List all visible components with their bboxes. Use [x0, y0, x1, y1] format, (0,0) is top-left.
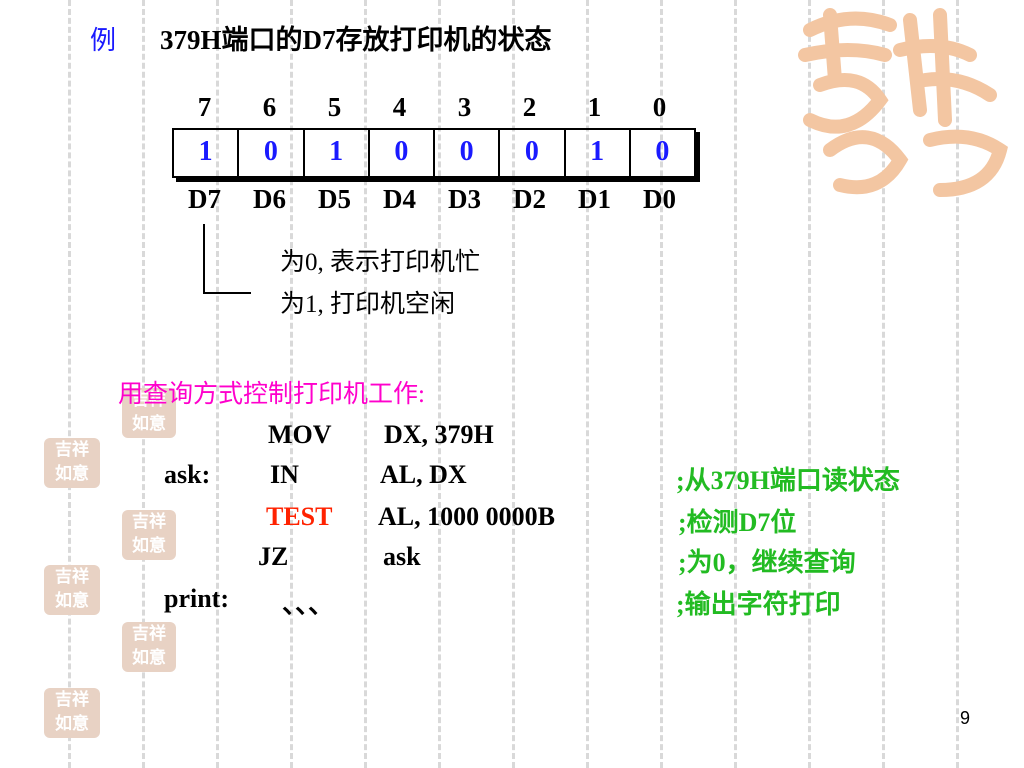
bit-number-row: 7 6 5 4 3 2 1 0 — [172, 92, 692, 123]
bit-name-row: D7 D6 D5 D4 D3 D2 D1 D0 — [172, 184, 692, 215]
code-label-ask: ask: — [164, 460, 211, 489]
bit-number: 5 — [327, 92, 342, 122]
code-op-test: TEST — [266, 502, 333, 531]
bit-number: 4 — [392, 92, 407, 122]
d7-bracket-line — [203, 224, 251, 294]
bit-value-d2: 0 — [500, 130, 566, 176]
code-op-jz: JZ — [258, 542, 289, 571]
bit-name: D7 — [188, 184, 221, 214]
bit-value-d5: 1 — [305, 130, 370, 176]
decorative-stamp: 吉祥如意 — [44, 565, 100, 615]
status-register: 1 0 1 0 0 0 1 0 — [172, 128, 696, 178]
bit-name: D5 — [318, 184, 351, 214]
code-comment: ;为0，继续查询 — [678, 548, 856, 577]
bit-number: 6 — [262, 92, 277, 122]
code-operands: ask — [383, 542, 421, 571]
bit-number: 7 — [197, 92, 212, 122]
code-op-mov: MOV — [268, 420, 332, 449]
code-operands: AL, DX — [380, 460, 467, 489]
note-busy: 为0, 表示打印机忙 — [280, 249, 481, 276]
bit-value-d6: 0 — [239, 130, 305, 176]
code-label-print: print: — [164, 584, 229, 613]
example-marker: 例 — [90, 26, 117, 55]
calligraphy-watermark — [790, 0, 1020, 200]
bit-name: D4 — [383, 184, 416, 214]
code-operands: AL, 1000 0000B — [378, 502, 555, 531]
bit-name: D3 — [448, 184, 481, 214]
bit-value-d1: 1 — [566, 130, 631, 176]
bit-number: 3 — [457, 92, 472, 122]
code-op-in: IN — [270, 460, 299, 489]
decorative-stamp: 吉祥如意 — [44, 688, 100, 738]
decorative-stamp: 吉祥如意 — [122, 388, 176, 438]
bit-value-d4: 0 — [370, 130, 435, 176]
slide-title: 379H端口的D7存放打印机的状态 — [160, 25, 552, 55]
bit-number: 1 — [587, 92, 602, 122]
bit-name: D1 — [578, 184, 611, 214]
bit-name: D6 — [253, 184, 286, 214]
code-heading: 用查询方式控制打印机工作: — [118, 381, 425, 408]
code-operands: DX, 379H — [384, 420, 494, 449]
code-ellipsis: 、、、 — [282, 590, 335, 619]
bit-name: D2 — [513, 184, 546, 214]
bit-number: 0 — [652, 92, 667, 122]
page-number: 9 — [960, 708, 971, 728]
bit-value-d7: 1 — [174, 130, 240, 176]
decorative-stamp: 吉祥如意 — [122, 622, 176, 672]
bit-number: 2 — [522, 92, 537, 122]
decorative-stamp: 吉祥如意 — [44, 438, 100, 488]
decorative-stamp: 吉祥如意 — [122, 510, 176, 560]
code-comment: ;输出字符打印 — [676, 590, 841, 619]
code-comment: ;从379H端口读状态 — [676, 466, 900, 495]
note-idle: 为1, 打印机空闲 — [280, 291, 456, 318]
code-comment: ;检测D7位 — [678, 508, 797, 537]
bit-name: D0 — [643, 184, 676, 214]
bit-value-d3: 0 — [435, 130, 501, 176]
bit-value-d0: 0 — [655, 136, 670, 167]
